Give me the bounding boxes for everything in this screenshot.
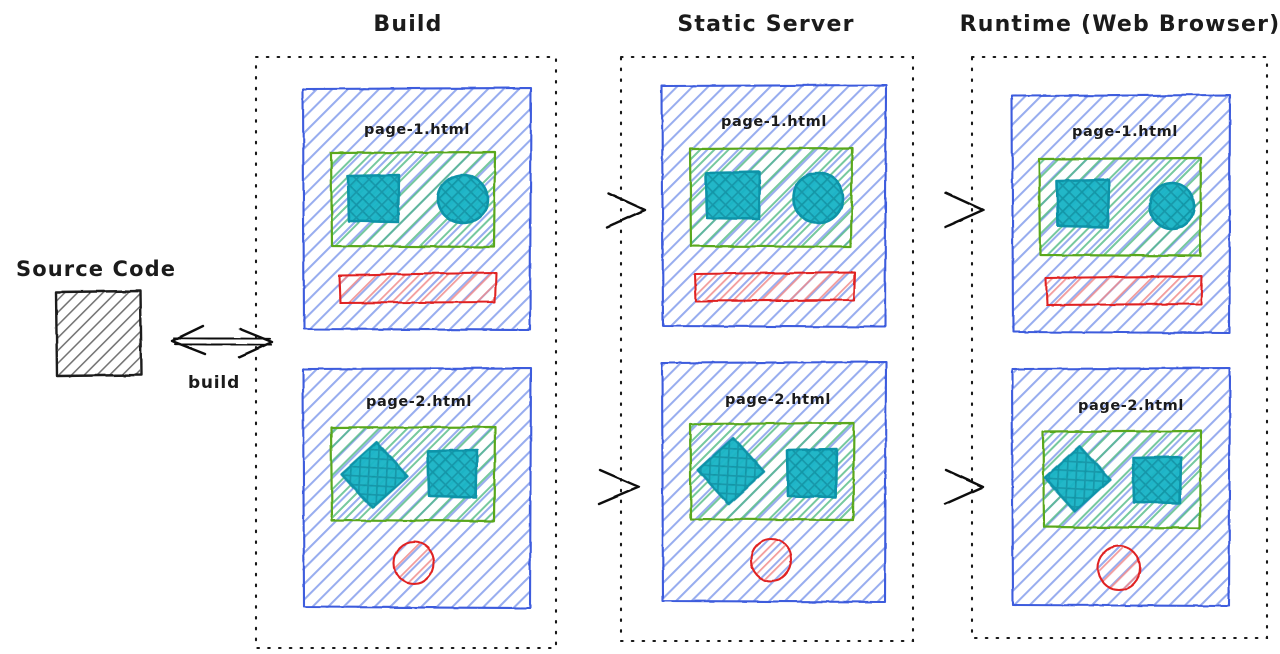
teal-circle (1148, 181, 1196, 231)
build-arrow (170, 324, 274, 359)
arrow-build-to-server-page2 (544, 468, 641, 506)
teal-square (346, 173, 401, 224)
stage-title-runtime: Runtime (Web Browser) (960, 12, 1280, 37)
red-bar (337, 271, 498, 305)
teal-diamond (340, 440, 409, 510)
red-bar (693, 270, 857, 303)
stage-title-build: Build (373, 12, 442, 37)
source-code-box (54, 289, 143, 378)
teal-square (426, 448, 479, 499)
arrow-server-to-runtime-page2 (896, 468, 985, 506)
card-runtime-page-1[interactable]: page-1.html (1010, 93, 1232, 335)
card-label: page-2.html (725, 392, 831, 408)
red-bar (1044, 274, 1204, 307)
red-circle (1096, 544, 1142, 592)
arrow-server-to-runtime-page1 (896, 191, 985, 229)
card-label: page-1.html (1072, 124, 1178, 140)
card-build-page-2[interactable]: page-2.html (301, 366, 533, 610)
card-label: page-1.html (364, 122, 470, 138)
teal-square (1131, 455, 1183, 505)
teal-square (704, 170, 762, 221)
card-static-server-page-2[interactable]: page-2.html (660, 360, 888, 604)
card-build-page-1[interactable]: page-1.html (301, 86, 533, 332)
arrow-build-to-server-page1 (558, 191, 647, 229)
stage-container-static-server (619, 55, 915, 643)
card-static-server-page-1[interactable]: page-1.html (660, 83, 888, 329)
red-circle (749, 537, 793, 583)
teal-diamond (696, 436, 766, 506)
card-label: page-1.html (721, 114, 827, 130)
card-label: page-2.html (1078, 398, 1184, 414)
teal-circle (436, 173, 490, 225)
teal-circle (791, 171, 845, 225)
card-runtime-page-2[interactable]: page-2.html (1010, 366, 1232, 608)
stage-container-build (254, 55, 558, 650)
teal-diamond (1043, 444, 1112, 513)
red-circle (392, 540, 436, 586)
stage-container-runtime (970, 55, 1269, 640)
build-arrow-label: build (188, 373, 240, 393)
card-label: page-2.html (366, 394, 472, 410)
teal-square (785, 447, 839, 499)
teal-square (1055, 178, 1111, 229)
source-code-title: Source Code (16, 257, 176, 281)
stage-title-static-server: Static Server (677, 12, 854, 37)
